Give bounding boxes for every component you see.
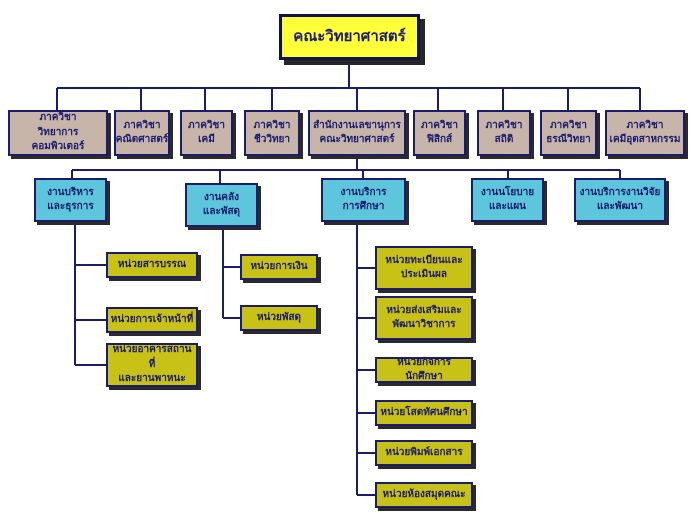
division-label: งานบริหาร และธุรการ [47, 186, 94, 213]
unit-label: หน่วยการเงิน [250, 260, 308, 272]
unit-buildings-vehicles: หน่วยอาคารสถานที่ และยานพาหนะ [106, 343, 198, 387]
faculty-secretariat-office: สำนักงานเลขานุการ คณะวิทยาศาสตร์ [308, 110, 406, 156]
department-industrial-chemistry: ภาควิชา เคมีอุตสาหกรรม [605, 110, 685, 156]
department-label: ภาควิชา วิทยาการคอมพิวเตอร์ [31, 112, 85, 153]
department-label: สำนักงานเลขานุการ คณะวิทยาศาสตร์ [313, 119, 401, 146]
unit-label: หน่วยการเจ้าหน้าที่ [110, 313, 194, 325]
faculty-root-label: คณะวิทยาศาสตร์ [293, 27, 406, 46]
unit-label: หน่วยส่งเสริมและ พัฒนาวิชาการ [386, 304, 462, 331]
unit-label: หน่วยอาคารสถานที่ และยานพาหนะ [112, 344, 192, 385]
unit-personnel: หน่วยการเจ้าหน้าที่ [106, 307, 198, 333]
division-finance-supplies: งานคลัง และพัสดุ [185, 183, 258, 227]
unit-finance: หน่วยการเงิน [240, 254, 318, 280]
department-label: ภาควิชา ฟิสิกส์ [421, 119, 458, 146]
unit-registration-evaluation: หน่วยทะเบียนและ ประเมินผล [375, 246, 473, 290]
unit-document-printing: หน่วยพิมพ์เอกสาร [375, 440, 473, 466]
unit-faculty-library: หน่วยห้องสมุดคณะ [375, 482, 473, 508]
department-biology: ภาควิชา ชีววิทยา [244, 110, 300, 156]
division-policy-planning: งานนโยบาย และแผน [471, 178, 544, 222]
unit-label: หน่วยพัสดุ [256, 311, 302, 323]
department-mathematics: ภาควิชา คณิตศาสตร์ [114, 110, 170, 156]
faculty-root-box: คณะวิทยาศาสตร์ [279, 14, 420, 60]
division-research-development: งานบริการงานวิจัย และพัฒนา [574, 178, 666, 222]
department-label: ภาควิชา เคมีอุตสาหกรรม [609, 119, 681, 146]
department-label: ภาควิชา คณิตศาสตร์ [115, 119, 169, 146]
division-label: งานบริการ การศึกษา [340, 186, 387, 213]
unit-label: หน่วยกิจการนักศึกษา [397, 356, 451, 383]
unit-label: หน่วยพิมพ์เอกสาร [385, 446, 463, 458]
department-label: ภาควิชา สถิติ [485, 119, 523, 146]
unit-academic-development: หน่วยส่งเสริมและ พัฒนาวิชาการ [375, 296, 473, 340]
department-geology: ภาควิชา ธรณีวิทยา [540, 110, 597, 156]
unit-audio-visual: หน่วยโสตทัศนศึกษา [375, 400, 473, 426]
unit-label: หน่วยห้องสมุดคณะ [382, 488, 466, 500]
department-label: ภาควิชา เคมี [188, 119, 225, 146]
division-label: งานคลัง และพัสดุ [202, 191, 241, 218]
unit-label: หน่วยโสตทัศนศึกษา [380, 406, 468, 418]
department-physics: ภาควิชา ฟิสิกส์ [413, 110, 466, 156]
department-computer-science: ภาควิชา วิทยาการคอมพิวเตอร์ [8, 110, 108, 156]
unit-label: หน่วยทะเบียนและ ประเมินผล [385, 254, 463, 281]
department-chemistry: ภาควิชา เคมี [180, 110, 233, 156]
division-label: งานนโยบาย และแผน [480, 186, 535, 213]
department-label: ภาควิชา ธรณีวิทยา [546, 119, 591, 146]
department-label: ภาควิชา ชีววิทยา [253, 119, 291, 146]
division-academic-services: งานบริการ การศึกษา [321, 178, 406, 222]
department-statistics: ภาควิชา สถิติ [477, 110, 531, 156]
unit-student-affairs: หน่วยกิจการนักศึกษา [375, 357, 473, 383]
unit-correspondence: หน่วยสารบรรณ [106, 252, 198, 278]
division-general-administration: งานบริหาร และธุรการ [34, 178, 107, 222]
division-label: งานบริการงานวิจัย และพัฒนา [579, 186, 661, 213]
unit-supplies: หน่วยพัสดุ [240, 305, 318, 331]
unit-label: หน่วยสารบรรณ [117, 258, 187, 270]
